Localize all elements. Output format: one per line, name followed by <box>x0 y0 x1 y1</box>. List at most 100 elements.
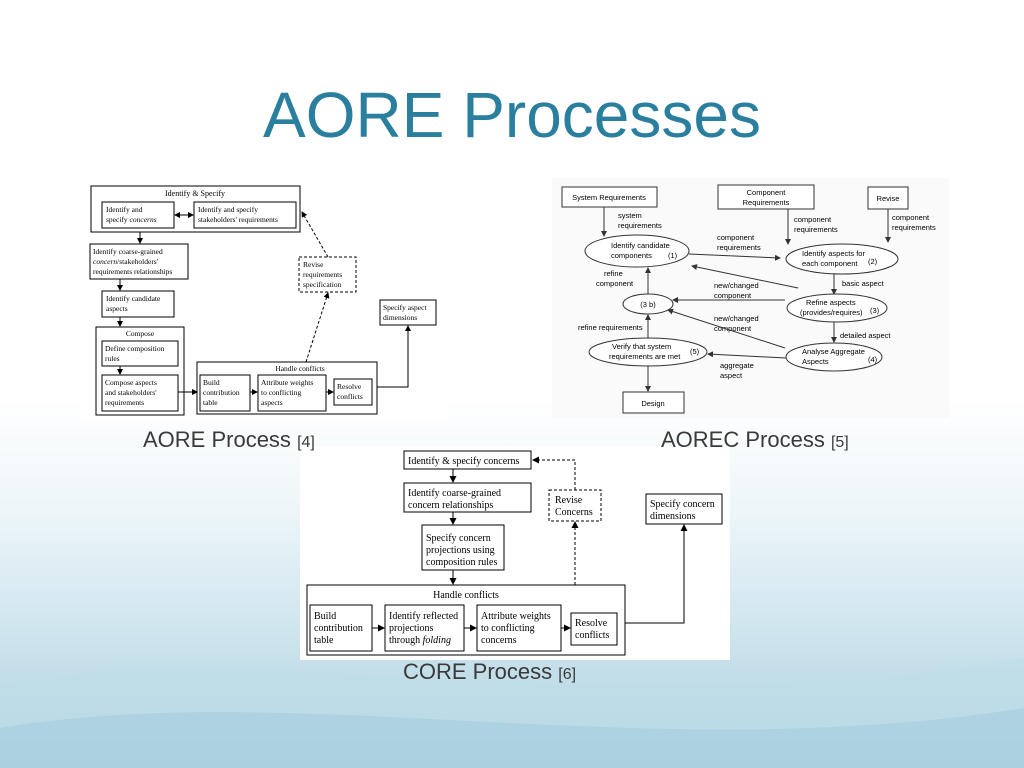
aore-build-l2: contribution <box>203 388 240 397</box>
aore-attribute-l3: aspects <box>261 398 283 407</box>
core-coarse-l1: Identify coarse-grained <box>408 488 501 499</box>
aore-build-l3: table <box>203 398 218 407</box>
aore-coarse-l1: Identify coarse-grained <box>93 247 163 256</box>
core-process-diagram: Identify & specify concerns Identify coa… <box>300 446 730 660</box>
aorec-new-changed2-l1: new/changed <box>714 314 759 323</box>
aore-specify-dim-l1: Specify aspect <box>383 303 427 312</box>
aorec-new-changed-l2: component <box>714 291 752 300</box>
aorec-lbl-component-req3-l2: requirements <box>892 223 936 232</box>
aore-compose-aspects-l1: Compose aspects <box>105 378 157 387</box>
aorec-refine-component-l1: refine <box>604 269 623 278</box>
core-resolve-l2: conflicts <box>575 630 610 641</box>
aorec-detailed-aspect: detailed aspect <box>840 331 891 340</box>
aore-coarse-l3: requirements relationships <box>93 267 172 276</box>
aore-build-l1: Build <box>203 378 220 387</box>
core-identify-specify: Identify & specify concerns <box>408 456 519 467</box>
core-resolve-l1: Resolve <box>575 618 608 629</box>
caption-aorec-ref: [5] <box>830 434 849 451</box>
core-projections-l3: composition rules <box>426 557 497 568</box>
caption-aore: AORE Process [4] <box>143 427 315 453</box>
background-wave <box>0 658 1024 768</box>
aorec-aspects-each-l1: Identify aspects for <box>802 249 865 258</box>
aore-compose-heading: Compose <box>126 329 155 338</box>
core-attribute-l2: to conflicting <box>481 623 535 634</box>
aorec-verify-num: (5) <box>690 347 700 356</box>
caption-aorec-label: AOREC Process <box>661 427 825 452</box>
core-coarse-l2: concern relationships <box>408 500 493 511</box>
caption-core: CORE Process [6] <box>403 659 576 685</box>
aorec-process-diagram: System Requirements Component Requiremen… <box>552 178 949 418</box>
aorec-new-changed2-l2: component <box>714 324 752 333</box>
aorec-system-req: System Requirements <box>572 193 646 202</box>
caption-core-label: CORE Process <box>403 659 553 684</box>
aorec-lbl-system-req-l1: system <box>618 211 642 220</box>
aorec-refine-aspects-l1: Refine aspects <box>806 298 856 307</box>
aore-handle-conflicts-heading: Handle conflicts <box>275 364 324 373</box>
aore-define-l2: rules <box>105 354 120 363</box>
aore-define-l1: Define composition <box>105 344 165 353</box>
core-reflected-l3: through folding <box>389 635 451 646</box>
core-build-l2: contribution <box>314 623 363 634</box>
aore-resolve-l2: conflicts <box>337 392 363 401</box>
aorec-aggregate-l1: aggregate <box>720 361 754 370</box>
aorec-candidate-l2: components <box>611 251 652 260</box>
aore-revise-l2: requirements <box>303 270 342 279</box>
core-projections-l1: Specify concern <box>426 533 491 544</box>
aore-specify-dim-l2: dimensions <box>383 313 417 322</box>
aorec-aggregate-l2: aspect <box>720 371 743 380</box>
caption-aore-label: AORE Process <box>143 427 291 452</box>
aore-compose-aspects-l3: requirements <box>105 398 144 407</box>
aorec-candidate-l1: Identify candidate <box>611 241 670 250</box>
aorec-verify-l2: requirements are met <box>609 352 681 361</box>
slide-title: AORE Processes <box>263 79 761 151</box>
core-handle-conflicts-heading: Handle conflicts <box>433 590 499 601</box>
aorec-lbl-system-req-l2: requirements <box>618 221 662 230</box>
aore-resolve-l1: Resolve <box>337 382 362 391</box>
aore-revise-l1: Revise <box>303 260 324 269</box>
core-revise-l2: Concerns <box>555 507 593 518</box>
aorec-refine-aspects-num: (3) <box>870 306 880 315</box>
aore-attribute-l2: to conflicting <box>261 388 301 397</box>
aorec-analyse-num: (4) <box>868 355 878 364</box>
core-reflected-l2: projections <box>389 623 434 634</box>
aore-revise-l3: specification <box>303 280 342 289</box>
core-attribute-l1: Attribute weights <box>481 611 551 622</box>
caption-aore-ref: [4] <box>297 434 315 451</box>
core-attribute-l3: concerns <box>481 635 517 646</box>
aore-candidate-l1: Identify candidate <box>106 294 161 303</box>
core-projections-l2: projections using <box>426 545 495 556</box>
aore-stakeholders-l2: stakeholders' requirements <box>198 215 278 224</box>
aorec-node-3b: (3 b) <box>640 300 656 309</box>
aorec-lbl-component-req3-l1: component <box>892 213 930 222</box>
aorec-component-req-l2: Requirements <box>743 198 790 207</box>
aorec-design: Design <box>641 399 664 408</box>
aore-identify-concerns-l2: specify concerns <box>106 215 157 224</box>
aorec-candidate-num: (1) <box>668 251 678 260</box>
core-build-l1: Build <box>314 611 336 622</box>
aorec-analyse-l2: Aspects <box>802 357 829 366</box>
aorec-aspects-each-l2: each component <box>802 259 858 268</box>
aore-compose-aspects-l2: and stakeholders' <box>105 388 157 397</box>
aorec-lbl-component-req-l1: component <box>794 215 832 224</box>
core-specify-dim-l1: Specify concern <box>650 499 715 510</box>
aorec-component-req-l1: Component <box>747 188 787 197</box>
aore-candidate-l2: aspects <box>106 304 128 313</box>
aorec-lbl-component-req2-l1: component <box>717 233 755 242</box>
aorec-lbl-component-req2-l2: requirements <box>717 243 761 252</box>
aore-identify-concerns-l1: Identify and <box>106 205 143 214</box>
core-specify-dim-l2: dimensions <box>650 511 696 522</box>
core-revise-l1: Revise <box>555 495 583 506</box>
aore-coarse-l2: concern/stakeholders' <box>93 257 159 266</box>
aorec-revise: Revise <box>877 194 900 203</box>
aore-process-diagram: Identify & Specify Identify and specify … <box>80 180 448 420</box>
core-reflected-l1: Identify reflected <box>389 611 458 622</box>
caption-core-ref: [6] <box>558 666 577 683</box>
aorec-refine-component-l2: component <box>596 279 634 288</box>
aorec-analyse-l1: Analyse Aggregate <box>802 347 865 356</box>
aore-stakeholders-l1: Identify and specify <box>198 205 258 214</box>
aorec-aspects-each-num: (2) <box>868 257 878 266</box>
aorec-refine-aspects-l2: (provides/requires) <box>800 308 863 317</box>
aorec-new-changed-l1: new/changed <box>714 281 759 290</box>
aorec-basic-aspect: basic aspect <box>842 279 885 288</box>
aorec-refine-requirements: refine requirements <box>578 323 643 332</box>
